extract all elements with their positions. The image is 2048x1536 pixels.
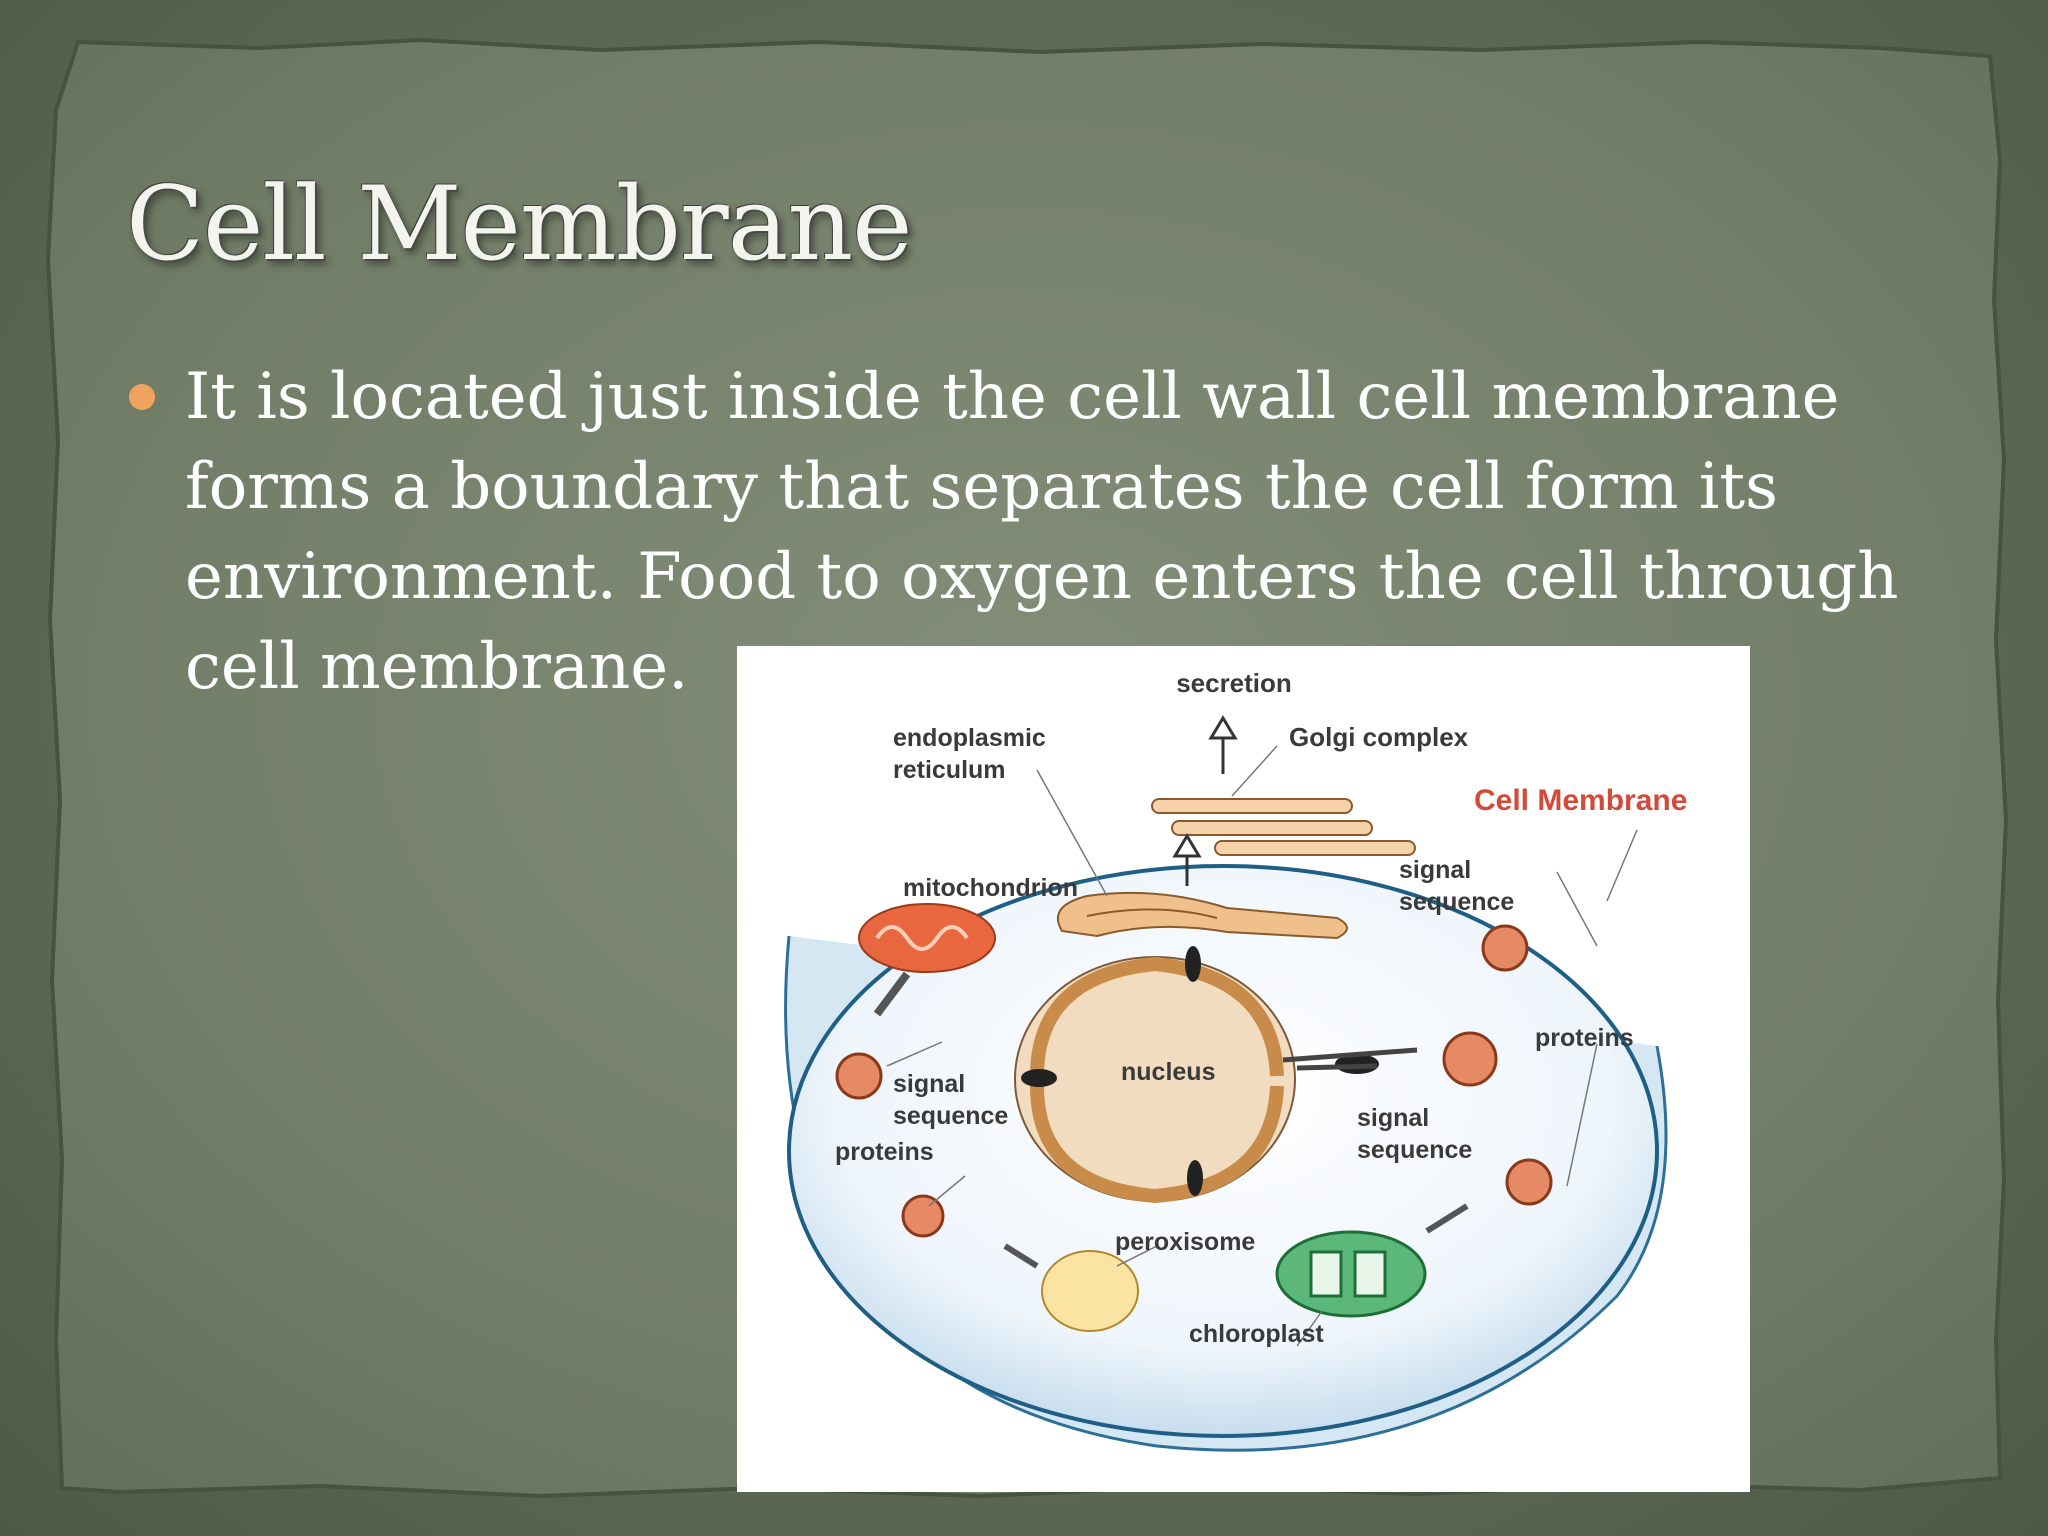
- bullet-line: It is located just inside the cell wall …: [185, 360, 1840, 434]
- transport-arrow: [1003, 1243, 1039, 1269]
- secretion-arrow: [1208, 715, 1238, 774]
- label-reticulum: reticulum: [893, 756, 1006, 784]
- label-nucleus: nucleus: [1121, 1058, 1215, 1086]
- label-sequence-left: sequence: [893, 1102, 1008, 1130]
- label-mitochondrion: mitochondrion: [903, 874, 1078, 902]
- thylakoid: [1309, 1250, 1343, 1298]
- label-proteins-right: proteins: [1535, 1024, 1634, 1052]
- peroxisome: [1041, 1250, 1139, 1332]
- nuclear-pore: [1021, 1069, 1057, 1087]
- transport-arrow: [873, 971, 911, 1017]
- bullet-line: cell membrane.: [185, 630, 689, 704]
- protein-icon: [1505, 1158, 1553, 1206]
- nuclear-pore: [1187, 1160, 1203, 1196]
- bullet-line: environment. Food to oxygen enters the c…: [185, 540, 1899, 614]
- bullet-line: forms a boundary that separates the cell…: [185, 450, 1778, 524]
- label-sequence: sequence: [1399, 888, 1514, 916]
- thylakoid: [1353, 1250, 1387, 1298]
- label-peroxisome: peroxisome: [1115, 1228, 1255, 1256]
- label-signal: signal: [1399, 856, 1471, 884]
- mitochondrion-cristae: [875, 925, 969, 951]
- cell-diagram-drawing: secretion Golgi complex endoplasmic reti…: [784, 668, 1687, 1452]
- er-fold: [1086, 908, 1218, 919]
- label-cell-membrane: Cell Membrane: [1474, 784, 1687, 817]
- protein-icon: [835, 1052, 883, 1100]
- label-chloroplast: chloroplast: [1189, 1320, 1324, 1348]
- bullet-text: It is located just inside the cell wall …: [185, 352, 1899, 712]
- slide-title: Cell Membrane: [126, 165, 913, 284]
- transport-arrow: [1282, 1047, 1418, 1071]
- label-endoplasmic: endoplasmic: [893, 724, 1046, 752]
- bullet-point-icon: [129, 384, 155, 410]
- nuclear-envelope-top: [1030, 956, 1284, 1077]
- cell-diagram: secretion Golgi complex endoplasmic reti…: [737, 646, 1750, 1492]
- nuclear-envelope-bottom: [1030, 1085, 1284, 1204]
- label-signal-left: signal: [893, 1070, 965, 1098]
- label-signal-right: signal: [1357, 1104, 1429, 1132]
- label-golgi-complex: Golgi complex: [1289, 722, 1469, 752]
- label-sequence-right: sequence: [1357, 1136, 1472, 1164]
- golgi-complex: [1151, 798, 1416, 856]
- transport-arrow: [1425, 1203, 1469, 1234]
- label-proteins-left: proteins: [835, 1138, 934, 1166]
- chloroplast: [1275, 1230, 1427, 1318]
- protein-icon: [1442, 1031, 1498, 1087]
- protein-icon: [1481, 924, 1529, 972]
- leader-lines: [886, 745, 1638, 1347]
- label-secretion: secretion: [1176, 668, 1292, 698]
- protein-icon: [901, 1194, 945, 1238]
- nuclear-pore: [1185, 946, 1201, 982]
- transport-arrow: [1172, 833, 1202, 886]
- mitochondrion: [858, 903, 996, 973]
